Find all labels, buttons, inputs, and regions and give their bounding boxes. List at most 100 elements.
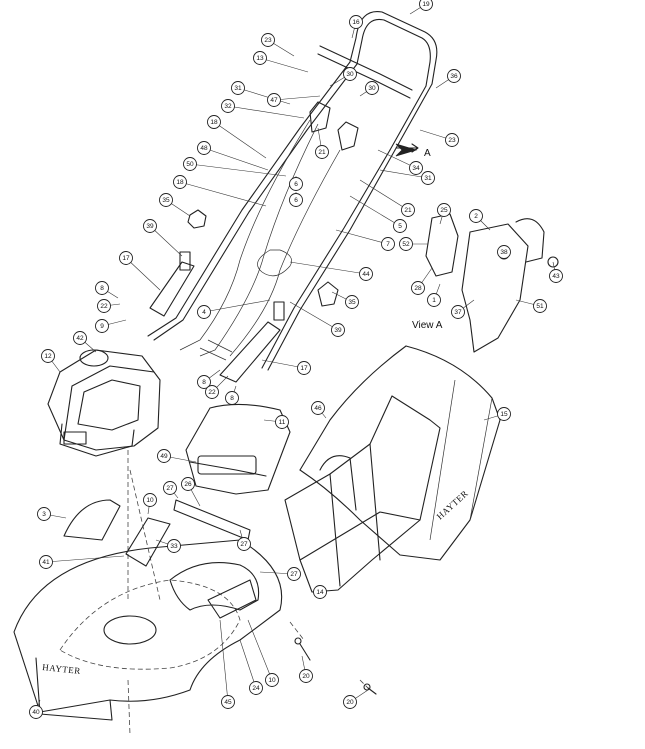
callout-leader <box>335 229 389 245</box>
callout-number: 27 <box>290 571 298 578</box>
callout-number: 31 <box>234 85 242 92</box>
callout-number: 20 <box>302 673 310 680</box>
part-callout-35: 35 <box>159 193 173 207</box>
part-callout-52: 52 <box>399 237 413 251</box>
callout-number: 46 <box>314 405 322 412</box>
callout-circle <box>447 69 461 83</box>
callout-number: 31 <box>424 175 432 182</box>
callout-circle <box>427 293 441 307</box>
callout-number: 37 <box>454 309 462 316</box>
callout-leader <box>359 179 409 211</box>
callout-circle <box>231 81 245 95</box>
callout-circle <box>237 537 251 551</box>
part-callout-27: 27 <box>237 537 251 551</box>
part-callout-9: 9 <box>95 319 109 333</box>
callout-circle <box>497 245 511 259</box>
callout-number: 11 <box>279 419 286 426</box>
part-callout-38: 38 <box>497 245 511 259</box>
part-callout-11: 11 <box>275 415 289 429</box>
callout-number: 8 <box>202 379 206 386</box>
callout-leader <box>45 555 125 563</box>
part-callout-22: 22 <box>97 299 111 313</box>
callout-number: 6 <box>294 181 298 188</box>
part-callout-15: 15 <box>497 407 511 421</box>
mower-deck <box>13 450 283 736</box>
callout-number: 38 <box>500 249 508 256</box>
callout-leader <box>289 301 339 331</box>
callout-number: 39 <box>146 223 154 230</box>
callout-number: 13 <box>256 55 264 62</box>
part-callout-46: 46 <box>311 401 325 415</box>
callout-number: 21 <box>318 149 326 156</box>
callout-number: 12 <box>44 353 52 360</box>
part-callout-25: 25 <box>437 203 451 217</box>
callout-circle <box>159 193 173 207</box>
part-callout-21: 21 <box>401 203 415 217</box>
part-callout-17: 17 <box>297 361 311 375</box>
callout-circle <box>29 705 43 719</box>
callout-leader <box>289 261 367 275</box>
callout-leader <box>237 87 291 105</box>
callout-number: 4 <box>202 309 206 316</box>
part-callout-4: 4 <box>197 305 211 319</box>
callout-number: 18 <box>210 119 218 126</box>
callout-number: 22 <box>100 303 108 310</box>
callout-number: 44 <box>362 271 370 278</box>
part-callout-47: 47 <box>267 93 281 107</box>
callout-circle <box>73 331 87 345</box>
callout-number: 9 <box>100 323 104 330</box>
callout-number: 30 <box>346 71 354 78</box>
part-callout-8: 8 <box>197 375 211 389</box>
callout-circle <box>221 99 235 113</box>
part-callout-27: 27 <box>163 481 177 495</box>
part-callout-18: 18 <box>207 115 221 129</box>
callout-number: 8 <box>100 285 104 292</box>
part-callout-14: 14 <box>313 585 327 599</box>
callout-circle <box>451 305 465 319</box>
callout-number: 19 <box>422 1 430 8</box>
callout-number: 17 <box>122 255 130 262</box>
callout-circle <box>253 51 267 65</box>
fasteners <box>289 621 377 695</box>
callout-number: 48 <box>200 145 208 152</box>
callout-circle <box>37 507 51 521</box>
part-callout-10: 10 <box>143 493 157 507</box>
part-callout-27: 27 <box>287 567 301 581</box>
callout-leader <box>203 147 269 171</box>
callout-leader <box>259 57 309 73</box>
callout-circle <box>409 161 423 175</box>
callout-circle <box>359 267 373 281</box>
part-callout-50: 50 <box>183 157 197 171</box>
callout-circle <box>221 695 235 709</box>
callout-number: 34 <box>412 165 420 172</box>
callout-number: 10 <box>268 677 276 684</box>
callout-leader <box>379 169 429 179</box>
part-callout-35: 35 <box>345 295 359 309</box>
callout-circle <box>41 349 55 363</box>
callout-number: 40 <box>32 709 40 716</box>
callout-circle <box>261 33 275 47</box>
part-callout-43: 43 <box>549 269 563 283</box>
callout-number: 33 <box>170 543 178 550</box>
callout-leader <box>149 225 183 257</box>
callout-circle <box>181 477 195 491</box>
callout-circle <box>365 81 379 95</box>
callout-leader <box>247 619 273 681</box>
part-callout-45: 45 <box>221 695 235 709</box>
callout-circle <box>343 67 357 81</box>
callout-circle <box>297 361 311 375</box>
part-callout-24: 24 <box>249 681 263 695</box>
callout-leader <box>189 163 287 177</box>
part-callout-31: 31 <box>421 171 435 185</box>
callout-number: 32 <box>224 103 232 110</box>
callout-circle <box>437 203 451 217</box>
callout-number: 24 <box>252 685 260 692</box>
deck-brand-label: HAYTER <box>42 662 82 676</box>
part-callout-17: 17 <box>119 251 133 265</box>
callout-circle <box>95 319 109 333</box>
callout-number: 50 <box>186 161 194 168</box>
part-callout-33: 33 <box>167 539 181 553</box>
callout-circle <box>265 673 279 687</box>
callout-circle <box>207 115 221 129</box>
part-callout-49: 49 <box>157 449 171 463</box>
